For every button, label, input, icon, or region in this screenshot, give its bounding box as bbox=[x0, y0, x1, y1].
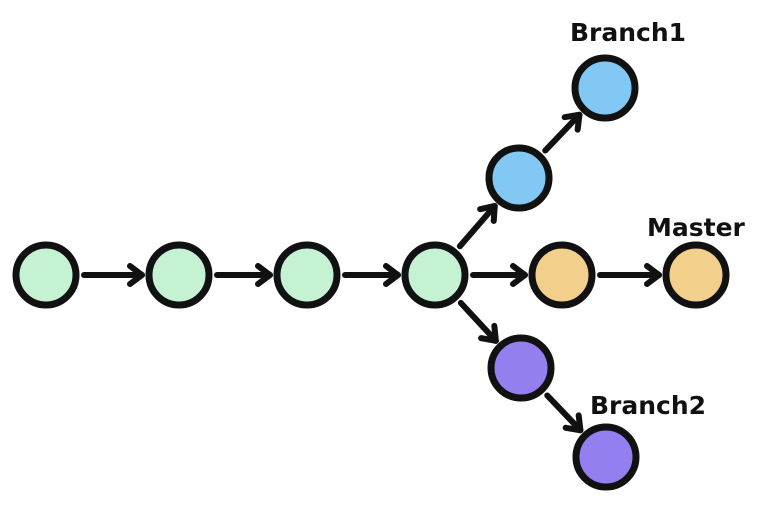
commit-node-b2b bbox=[572, 423, 640, 491]
arrowhead-icon bbox=[478, 322, 499, 344]
commit-node-c2 bbox=[145, 241, 213, 309]
edge-arrow-m1-m2 bbox=[597, 263, 662, 287]
arrowhead-icon bbox=[644, 263, 662, 287]
commit-node-c4 bbox=[401, 241, 469, 309]
arrowhead-icon bbox=[510, 263, 528, 287]
edge-arrow-c4-b2a bbox=[457, 299, 499, 344]
master-label: Master bbox=[647, 213, 746, 242]
commit-node-b2a bbox=[487, 334, 555, 402]
edge-arrow-c4-m1 bbox=[470, 263, 528, 287]
arrowhead-icon bbox=[562, 412, 584, 434]
commit-node-c1 bbox=[12, 241, 80, 309]
edges-layer bbox=[81, 111, 662, 434]
edge-line bbox=[456, 202, 498, 250]
branch2-label: Branch2 bbox=[590, 391, 706, 420]
commit-node-m1 bbox=[528, 241, 596, 309]
arrowhead-icon bbox=[477, 202, 498, 224]
arrowhead-icon bbox=[383, 263, 401, 287]
branch1-label: Branch1 bbox=[570, 18, 686, 47]
edge-arrow-c1-c2 bbox=[81, 263, 145, 287]
commit-node-m2 bbox=[662, 241, 730, 309]
edge-arrow-c2-c3 bbox=[214, 263, 273, 287]
edge-line bbox=[544, 392, 584, 434]
edge-arrow-c4-b1a bbox=[456, 202, 498, 250]
arrowhead-icon bbox=[255, 263, 273, 287]
edge-line bbox=[542, 111, 583, 154]
commit-node-b1b bbox=[571, 54, 639, 122]
edge-arrow-c3-c4 bbox=[342, 263, 401, 287]
commit-node-c3 bbox=[273, 241, 341, 309]
edge-arrow-b1a-b1b bbox=[542, 111, 583, 154]
arrowhead-icon bbox=[561, 111, 583, 133]
edge-arrow-b2a-b2b bbox=[544, 392, 584, 434]
edge-line bbox=[457, 299, 499, 344]
nodes-layer bbox=[12, 54, 730, 491]
commit-node-b1a bbox=[485, 144, 553, 212]
arrowhead-icon bbox=[127, 263, 145, 287]
